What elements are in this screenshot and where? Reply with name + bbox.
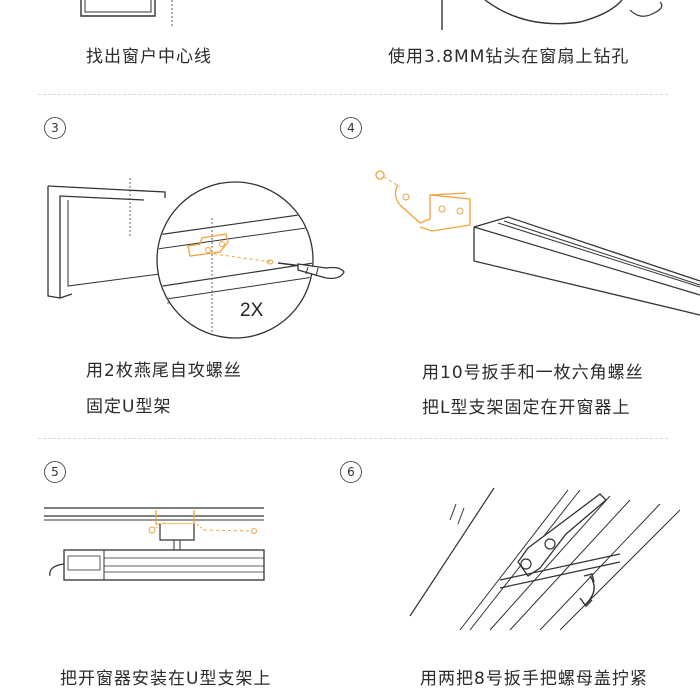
step3-quantity-label: 2X: [240, 300, 264, 321]
step5-illustration: [44, 507, 265, 581]
step3-number: 3: [44, 117, 66, 139]
step6-caption: 用两把8号扳手把螺母盖拧紧: [420, 669, 648, 689]
step3-caption-line1: 用2枚燕尾自攻螺丝: [86, 361, 242, 381]
step2-caption: 使用3.8MM钻头在窗扇上钻孔: [388, 47, 630, 67]
row-divider-1: [38, 94, 668, 95]
step4-caption-line1: 用10号扳手和一枚六角螺丝: [422, 363, 644, 383]
step5-number: 5: [44, 461, 66, 483]
step4-number: 4: [340, 117, 362, 139]
step1-illustration: [80, 0, 173, 26]
step5-caption: 把开窗器安装在U型支架上: [60, 669, 272, 689]
step3-caption-line2: 固定U型架: [86, 397, 172, 417]
step2-illustration: [441, 0, 663, 30]
step6-illustration: [409, 487, 681, 631]
step4-caption-line2: 把L型支架固定在开窗器上: [422, 398, 631, 418]
row-divider-2: [38, 438, 668, 439]
step6-number: 6: [340, 461, 362, 483]
step1-caption: 找出窗户中心线: [86, 47, 212, 67]
step4-illustration: [375, 170, 700, 316]
step3-illustration: [47, 178, 345, 339]
